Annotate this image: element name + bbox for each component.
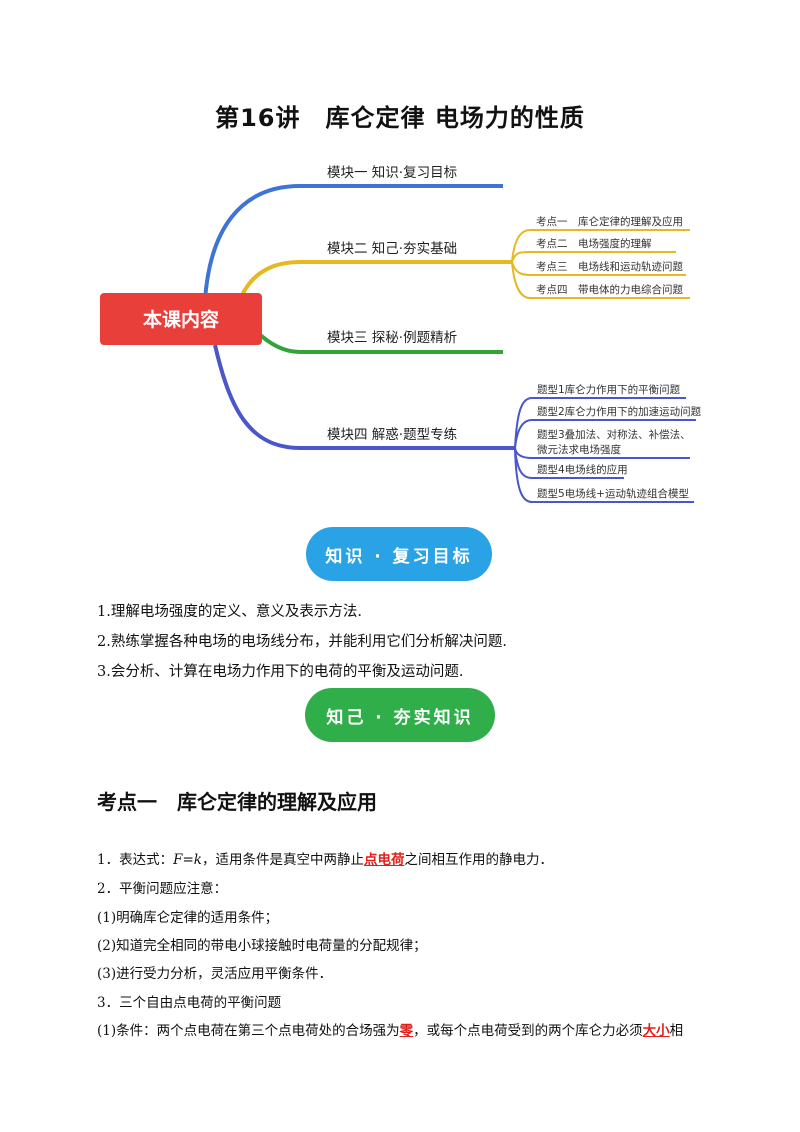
content-line-4: (2)知道完全相同的带电小球接触时电荷量的分配规律； [97, 938, 427, 954]
branch-label-1: 模块一 知识·复习目标 [327, 164, 457, 181]
sub-line-2-4 [511, 261, 690, 299]
section-heading: 考点一 库仑定律的理解及应用 [97, 790, 377, 814]
branch-label-2: 模块二 知己·夯实基础 [327, 240, 457, 257]
sub-line-2-2 [511, 251, 676, 263]
highlight-term: 大小 [642, 1023, 670, 1039]
sub-item-4-1: 题型1库仑力作用下的平衡问题 [537, 383, 681, 396]
sub-line-4-1 [514, 397, 686, 449]
text-segment: 相 [669, 1023, 684, 1039]
sub-item-4-4: 题型4电场线的应用 [537, 463, 628, 476]
page-title: 第16讲 库仑定律 电场力的性质 [215, 104, 585, 132]
branch-line-1 [203, 184, 503, 301]
text-segment: ，或每个点电荷受到的两个库仑力必须 [413, 1023, 643, 1039]
text-segment: 之间相互作用的静电力． [404, 852, 553, 868]
sub-item-4-3b: 微元法求电场强度 [537, 443, 621, 456]
branch-label-3: 模块三 探秘·例题精析 [327, 330, 457, 346]
highlight-term: 零 [399, 1023, 414, 1039]
content-line-3: (1)明确库仑定律的适用条件； [97, 910, 279, 926]
sub-item-4-3a: 题型3叠加法、对称法、补偿法、 [537, 428, 691, 441]
objective-item-1: 1.理解电场强度的定义、意义及表示方法. [97, 604, 362, 620]
sub-item-2-2: 考点二 电场强度的理解 [536, 237, 652, 250]
sub-line-4-5 [514, 447, 694, 503]
sub-item-2-3: 考点三 电场线和运动轨迹问题 [536, 260, 683, 273]
review-goals-banner: 知识 · 复习目标 [306, 527, 492, 581]
content-line-6: 3．三个自由点电荷的平衡问题 [97, 995, 282, 1011]
objective-item-2: 2.熟练掌握各种电场的电场线分布，并能利用它们分析解决问题. [97, 634, 507, 650]
root-node [100, 293, 262, 345]
sub-line-2-1 [511, 229, 690, 263]
mind-map: 本课内容 模块一 知识·复习目标 模块二 知己·夯实基础 模块三 探秘·例题精析… [100, 164, 702, 503]
content-line-1: 1．表达式：F=k，适用条件是真空中两静止点电荷之间相互作用的静电力． [97, 848, 553, 868]
formula: F=k [173, 852, 202, 868]
sub-item-2-1: 考点一 库仑定律的理解及应用 [536, 215, 683, 228]
knowledge-banner: 知己 · 夯实知识 [305, 688, 495, 742]
objective-item-3: 3.会分析、计算在电场力作用下的电荷的平衡及运动问题. [97, 664, 464, 680]
content-line-7: (1)条件：两个点电荷在第三个点电荷处的合场强为零，或每个点电荷受到的两个库仑力… [97, 1019, 683, 1039]
branch-label-4: 模块四 解惑·题型专练 [327, 427, 457, 443]
content-line-5: (3)进行受力分析，灵活应用平衡条件． [97, 966, 333, 982]
sub-line-4-2 [514, 419, 696, 449]
branch-line-4 [213, 344, 515, 450]
sub-item-4-2: 题型2库仑力作用下的加速运动问题 [537, 405, 702, 418]
highlight-term: 点电荷 [363, 852, 405, 868]
text-segment: 1．表达式： [97, 852, 174, 868]
sub-item-2-4: 考点四 带电体的力电综合问题 [536, 283, 683, 296]
content-line-2: 2．平衡问题应注意： [97, 881, 228, 897]
root-label: 本课内容 [143, 308, 219, 331]
sub-item-4-5: 题型5电场线+运动轨迹组合模型 [537, 487, 689, 500]
text-segment: ，适用条件是真空中两静止 [201, 852, 364, 868]
branch-line-2 [238, 260, 512, 301]
text-segment: (1)条件：两个点电荷在第三个点电荷处的合场强为 [97, 1023, 400, 1039]
